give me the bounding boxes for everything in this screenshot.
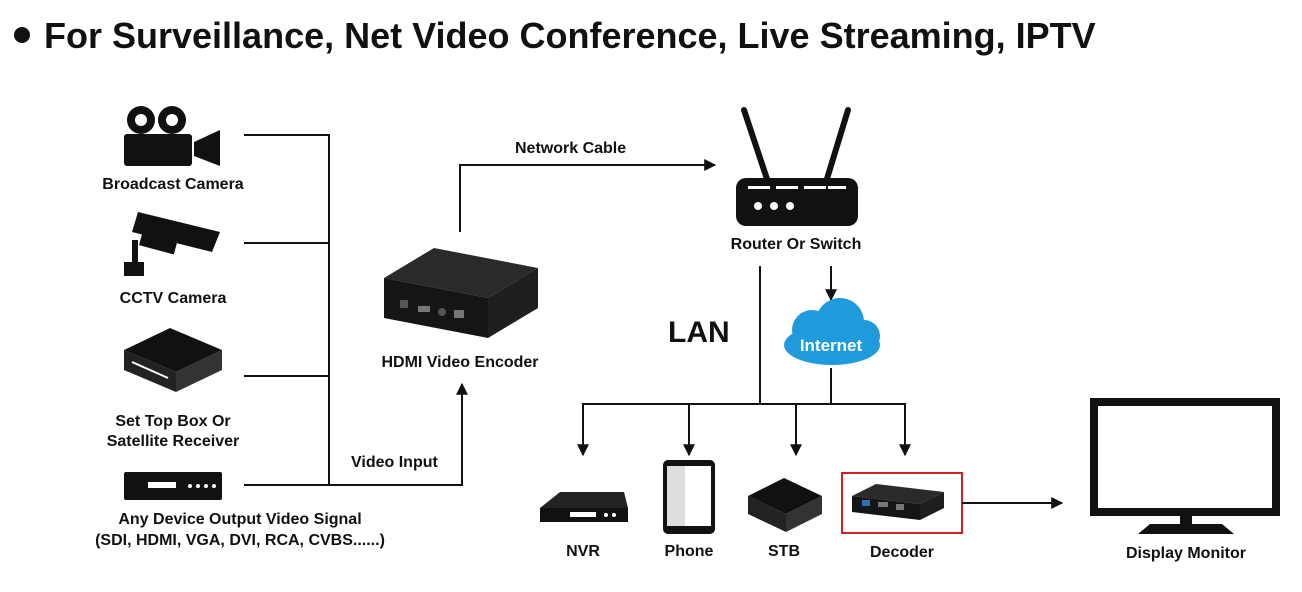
set-top-box-label-line1: Set Top Box Or	[115, 413, 230, 430]
phone-icon	[663, 460, 715, 534]
lan-label: LAN	[668, 316, 730, 349]
any-device-label-line1: Any Device Output Video Signal	[118, 511, 361, 528]
lan-distribution-lines	[577, 266, 911, 457]
broadcast-camera-label: Broadcast Camera	[102, 176, 244, 193]
network-cable-label: Network Cable	[515, 140, 626, 157]
title-bullet-icon	[14, 27, 30, 43]
router-label: Router Or Switch	[731, 236, 862, 253]
internet-cloud-icon	[784, 298, 880, 365]
stb-label: STB	[768, 543, 800, 560]
display-monitor-icon	[1090, 398, 1280, 534]
stb-icon	[748, 478, 822, 532]
nvr-icon	[540, 492, 628, 522]
decoder-icon	[852, 484, 944, 520]
any-device-label-line2: (SDI, HDMI, VGA, DVI, RCA, CVBS......)	[95, 532, 385, 549]
internet-label: Internet	[800, 336, 863, 355]
source-connector-lines	[244, 134, 468, 486]
nvr-label: NVR	[566, 543, 600, 560]
phone-label: Phone	[665, 543, 714, 560]
set-top-box-label-line2: Satellite Receiver	[107, 433, 240, 450]
page-title: For Surveillance, Net Video Conference, …	[44, 15, 1096, 56]
hdmi-encoder-icon	[384, 248, 538, 338]
router-icon	[736, 107, 858, 226]
cctv-camera-label: CCTV Camera	[120, 290, 227, 307]
decoder-label: Decoder	[870, 544, 934, 561]
hdmi-encoder-label: HDMI Video Encoder	[381, 354, 538, 371]
video-input-label: Video Input	[351, 454, 438, 471]
set-top-box-icon	[124, 328, 222, 392]
network-cable-line	[459, 159, 717, 232]
cctv-camera-icon	[124, 212, 220, 276]
display-monitor-label: Display Monitor	[1126, 545, 1246, 562]
broadcast-camera-icon	[124, 106, 220, 166]
any-device-icon	[124, 472, 222, 500]
